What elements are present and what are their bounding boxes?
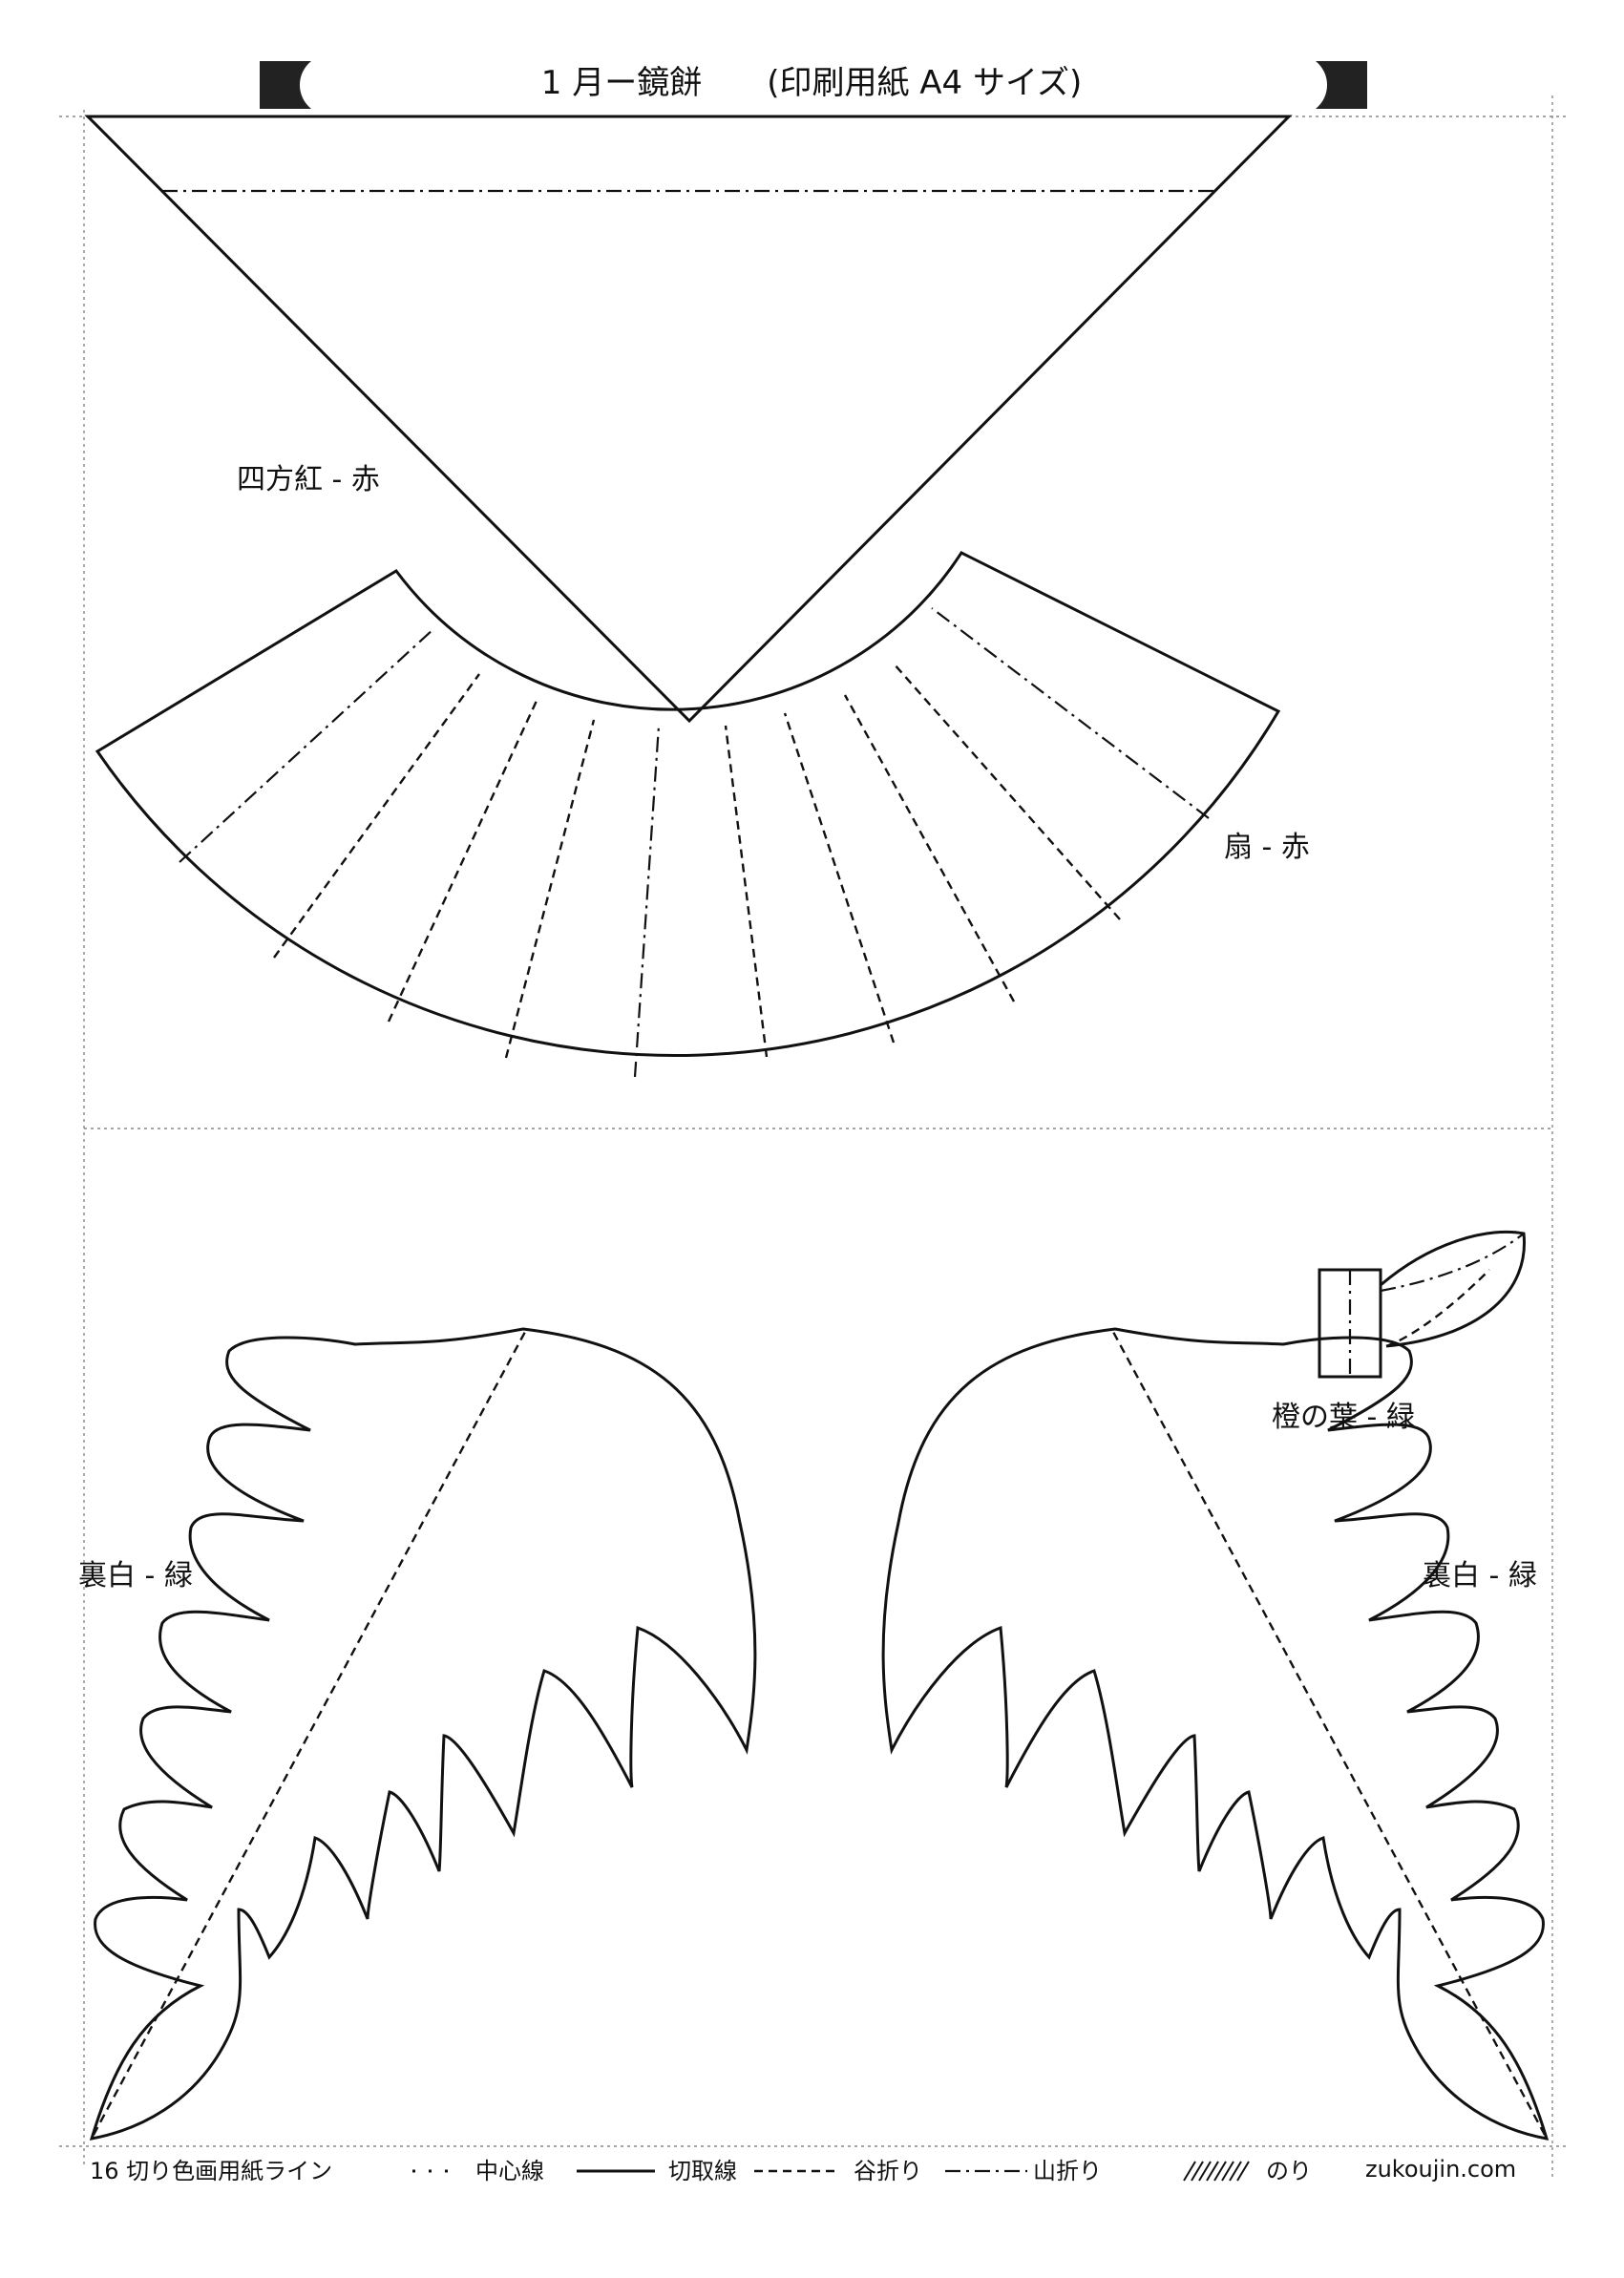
urajiro-right-outline (881, 1327, 1550, 2141)
ogi-folds (179, 607, 1210, 1078)
urajiro-right-label: 裏白 - 緑 (1423, 1559, 1537, 1592)
ogi-part: 扇 - 赤 (95, 551, 1310, 1078)
legend-mountain-fold: 山折り (1033, 2158, 1102, 2184)
guide-lines (59, 95, 1566, 2177)
legend-cut-line: 切取線 (668, 2158, 737, 2184)
urajiro-left-center-line (92, 1331, 527, 2136)
shihobeni-label: 四方紅 - 赤 (237, 463, 380, 496)
daidai-leaf-part: 橙の葉 - 緑 (1272, 1230, 1527, 1434)
ogi-label: 扇 - 赤 (1224, 831, 1310, 864)
glue-hatch-icon (1183, 2161, 1250, 2182)
urajiro-left-part: 裏白 - 緑 (78, 1327, 757, 2141)
urajiro-left-label: 裏白 - 緑 (78, 1559, 193, 1592)
header: 1 月ー鏡餅 (印刷用紙 A4 サイズ) (260, 61, 1367, 109)
crescent-tab-left-icon (260, 61, 311, 109)
legend-grid-line: 16 切り色画用紙ライン (90, 2158, 332, 2184)
ogi-outline (95, 551, 1281, 1058)
legend-valley-fold: 谷折り (854, 2158, 922, 2184)
urajiro-right-part (881, 1327, 1550, 2141)
shihobeni-part: 四方紅 - 赤 (84, 115, 1293, 724)
urajiro-left-outline (89, 1327, 757, 2141)
legend: 16 切り色画用紙ライン 中心線 切取線 谷折り 山折り のり zukoujin… (90, 2156, 1516, 2184)
legend-center-line: 中心線 (475, 2158, 544, 2184)
urajiro-right-center-line (1111, 1331, 1547, 2136)
shihobeni-outline (84, 115, 1293, 724)
page-title: 1 月ー鏡餅 (印刷用紙 A4 サイズ) (541, 64, 1082, 102)
legend-glue: のり (1266, 2158, 1312, 2184)
crescent-tab-right-icon (1316, 61, 1367, 109)
site-name: zukoujin.com (1365, 2156, 1516, 2183)
